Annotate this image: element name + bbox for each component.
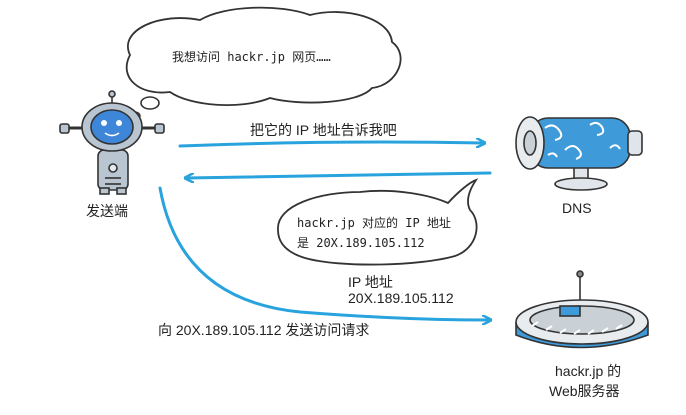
arrow-request-to-dns xyxy=(178,142,484,146)
arrow-to-webserver xyxy=(158,186,490,320)
web-server-icon xyxy=(515,270,649,349)
server-label-line2: Web服务器 xyxy=(549,383,620,399)
thought-bubble-top xyxy=(125,6,402,121)
dns-label: DNS xyxy=(562,200,592,216)
ip-label-line2: 20X.189.105.112 xyxy=(348,290,454,306)
dns-server-icon xyxy=(515,116,643,191)
server-label-line1: hackr.jp 的 xyxy=(555,363,622,379)
arrow-response-from-dns xyxy=(186,171,492,178)
arrow-access-label: 向 20X.189.105.112 发送访问请求 xyxy=(158,322,370,338)
speech-bubble-dns xyxy=(277,178,479,266)
arrows xyxy=(158,142,492,320)
client-label: 发送端 xyxy=(86,203,128,219)
bubble-mid-line1: hackr.jp 对应的 IP 地址 xyxy=(297,216,451,230)
bubble-top-text: 我想访问 hackr.jp 网页…… xyxy=(172,50,331,64)
robot-client-icon xyxy=(59,90,165,195)
arrow-request-label: 把它的 IP 地址告诉我吧 xyxy=(250,122,397,138)
bubble-mid-line2: 是 20X.189.105.112 xyxy=(297,236,425,250)
ip-label-line1: IP 地址 xyxy=(348,274,393,290)
